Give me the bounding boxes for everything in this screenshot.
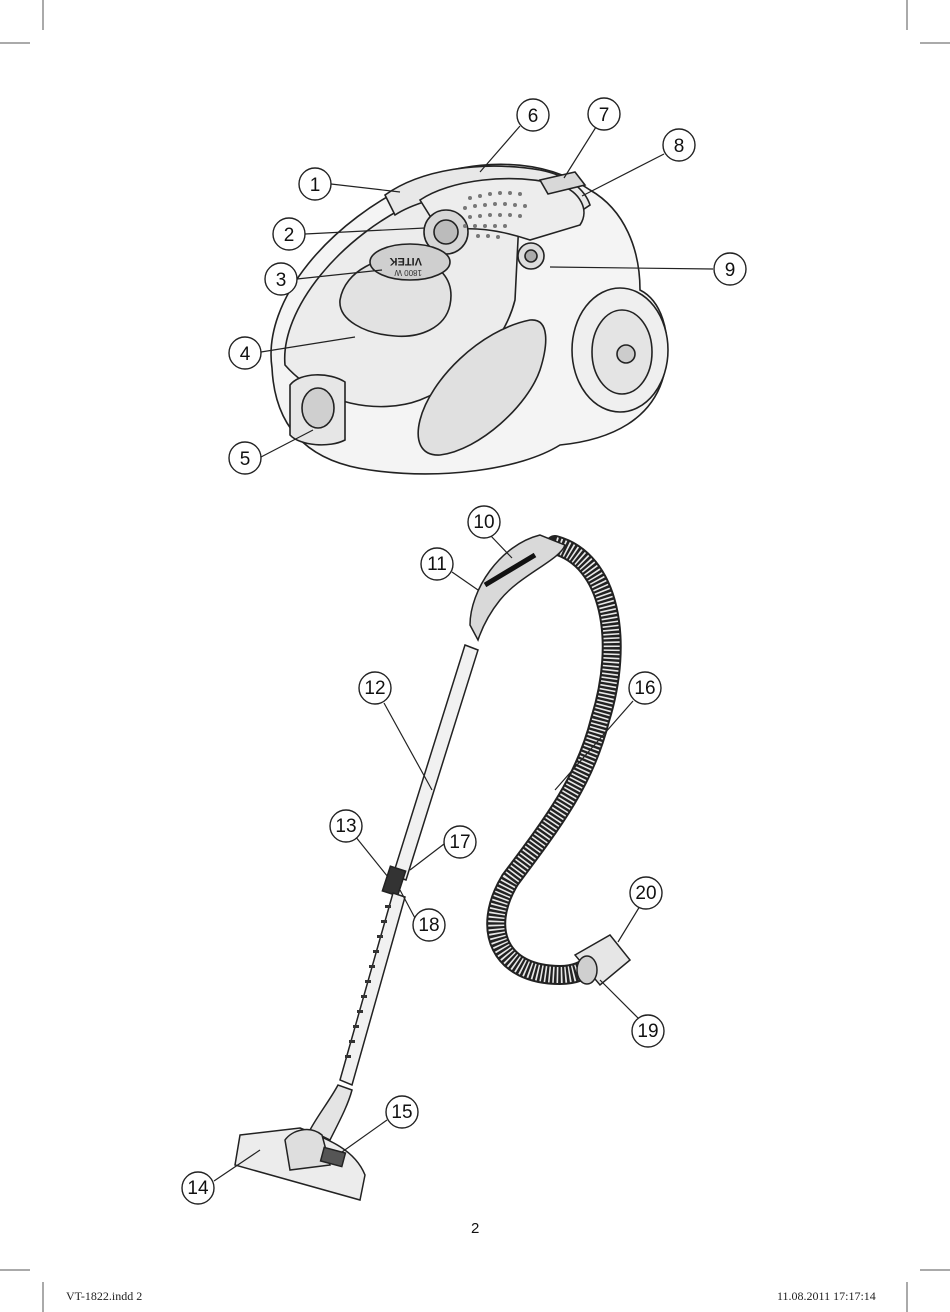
callout-8: 8: [674, 136, 685, 157]
callout-1: 1: [310, 175, 321, 196]
brand-name: VITEK: [390, 255, 422, 267]
hose-handle: [470, 535, 565, 640]
callout-9: 9: [725, 260, 736, 281]
callout-5: 5: [240, 449, 251, 470]
callout-15: 15: [391, 1102, 412, 1123]
footer-timestamp: 11.08.2011 17:17:14: [777, 1289, 876, 1304]
brand-power: 1800 W: [394, 268, 422, 277]
vacuum-body: [271, 164, 668, 473]
callout-2: 2: [284, 225, 295, 246]
callout-7: 7: [599, 105, 610, 126]
hose-assembly: [470, 535, 630, 985]
callout-18: 18: [418, 915, 439, 936]
callout-19: 19: [637, 1021, 658, 1042]
callout-10: 10: [473, 512, 494, 533]
callout-12: 12: [364, 678, 385, 699]
callout-3: 3: [276, 270, 287, 291]
callout-6: 6: [528, 106, 539, 127]
callout-11: 11: [427, 554, 447, 575]
callout-16: 16: [634, 678, 655, 699]
callout-4: 4: [240, 344, 251, 365]
callout-13: 13: [335, 816, 356, 837]
hose: [496, 545, 612, 975]
callout-17: 17: [449, 832, 470, 853]
callout-20: 20: [635, 883, 656, 904]
page-number: 2: [471, 1220, 479, 1237]
callout-14: 14: [187, 1178, 209, 1199]
footer-file-name: VT-1822.indd 2: [66, 1289, 142, 1304]
tube-clip: [382, 866, 405, 896]
